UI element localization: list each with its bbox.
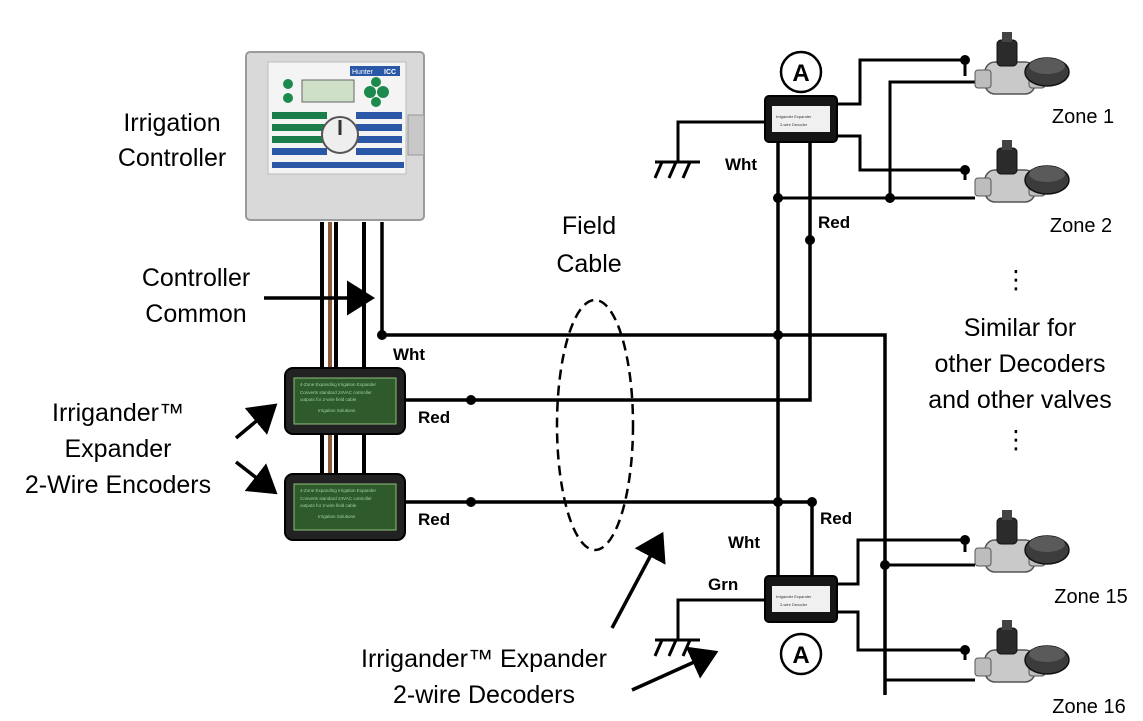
svg-text:outputs for 2-wire field cable: outputs for 2-wire field cable — [300, 397, 357, 402]
controller-brand: Hunter — [352, 69, 374, 76]
decoder-top: Irrigander Expander 2-wire Decoder A — [653, 50, 975, 203]
decoder-badge-top-text: A — [792, 60, 809, 87]
controller-title-line-1: Irrigation — [123, 109, 220, 137]
arrows — [234, 280, 719, 692]
valve-zone-16 — [974, 619, 1070, 683]
controller-display — [301, 79, 355, 103]
svg-text:Converts standard 24VAC contro: Converts standard 24VAC controller — [300, 390, 372, 395]
svg-text:4-Zone Expanding Irrigation Ex: 4-Zone Expanding Irrigation Expander — [300, 488, 377, 493]
controller-wire-bundle — [320, 222, 384, 476]
wire-label-red-bottom: Red — [820, 509, 852, 528]
svg-text:Irrigation Solutions: Irrigation Solutions — [318, 408, 356, 413]
svg-text:Converts standard 24VAC contro: Converts standard 24VAC controller — [300, 496, 372, 501]
encoder-1: 4-Zone Expanding Irrigation Expander Con… — [284, 367, 406, 435]
wire-label-red-encoder-2: Red — [418, 510, 450, 529]
field-cable-wires — [377, 140, 887, 695]
similar-line-2: other Decoders — [935, 350, 1106, 378]
wire-label-wht-top: Wht — [725, 155, 757, 174]
controller-common-line-1: Controller — [142, 264, 250, 292]
svg-text:4-Zone Expanding Irrigation Ex: 4-Zone Expanding Irrigation Expander — [300, 382, 377, 387]
encoders-line-1: Irrigander™ — [52, 399, 184, 427]
svg-text:Irrigation Solutions: Irrigation Solutions — [318, 514, 356, 519]
controller-common-line-2: Common — [145, 300, 246, 328]
arrow-decoder-1 — [610, 531, 666, 629]
decoders-line-1: Irrigander™ Expander — [361, 645, 607, 673]
irrigation-controller: Hunter ICC — [245, 51, 425, 221]
encoders-line-2: Expander — [64, 435, 171, 463]
ellipsis-top: ⋮ — [1004, 266, 1029, 294]
wire-label-red-encoder-1: Red — [418, 408, 450, 427]
field-cable-ellipse — [555, 298, 635, 552]
svg-text:2-wire Decoder: 2-wire Decoder — [780, 122, 808, 127]
ellipsis-bottom: ⋮ — [1004, 426, 1029, 454]
wire-label-grn: Grn — [708, 575, 738, 594]
similar-line-3: and other valves — [928, 386, 1111, 414]
arrow-decoder-2 — [631, 646, 719, 692]
decoder-badge-bottom — [779, 632, 823, 676]
decoder-bottom: Irrigander Expander 2-wire Decoder A — [653, 535, 975, 682]
encoder-2: 4-Zone Expanding Irrigation Expander Con… — [284, 473, 406, 541]
svg-text:Irrigander Expander: Irrigander Expander — [776, 114, 812, 119]
decoders-line-2: 2-wire Decoders — [393, 681, 575, 709]
labels: Irrigation Controller Controller Common … — [25, 106, 1128, 718]
arrow-encoder-2 — [234, 460, 278, 495]
decoder-badge-top — [779, 50, 823, 94]
wire-label-wht-bottom: Wht — [728, 533, 760, 552]
zone-label-2: Zone 2 — [1050, 215, 1112, 237]
encoders-line-3: 2-Wire Encoders — [25, 471, 211, 499]
valve-zone-15 — [974, 509, 1070, 573]
arrow-encoder-1 — [234, 403, 278, 440]
controller-model: ICC — [384, 69, 396, 76]
field-cable-line-2: Cable — [556, 250, 621, 278]
wire-label-red-top: Red — [818, 213, 850, 232]
similar-line-1: Similar for — [964, 314, 1077, 342]
wire-label-wht-encoder: Wht — [393, 345, 425, 364]
zone-label-1: Zone 1 — [1052, 106, 1114, 128]
svg-text:Irrigander Expander: Irrigander Expander — [776, 594, 812, 599]
controller-title-line-2: Controller — [118, 144, 226, 172]
field-cable-line-1: Field — [562, 212, 616, 240]
zone-label-16: Zone 16 — [1052, 696, 1125, 718]
valve-zone-1 — [974, 31, 1070, 95]
valve-zone-2 — [974, 139, 1070, 203]
zone-label-15: Zone 15 — [1054, 586, 1127, 608]
svg-text:2-wire Decoder: 2-wire Decoder — [780, 602, 808, 607]
svg-text:outputs for 2-wire field cable: outputs for 2-wire field cable — [300, 503, 357, 508]
decoder-badge-bottom-text: A — [792, 642, 809, 669]
